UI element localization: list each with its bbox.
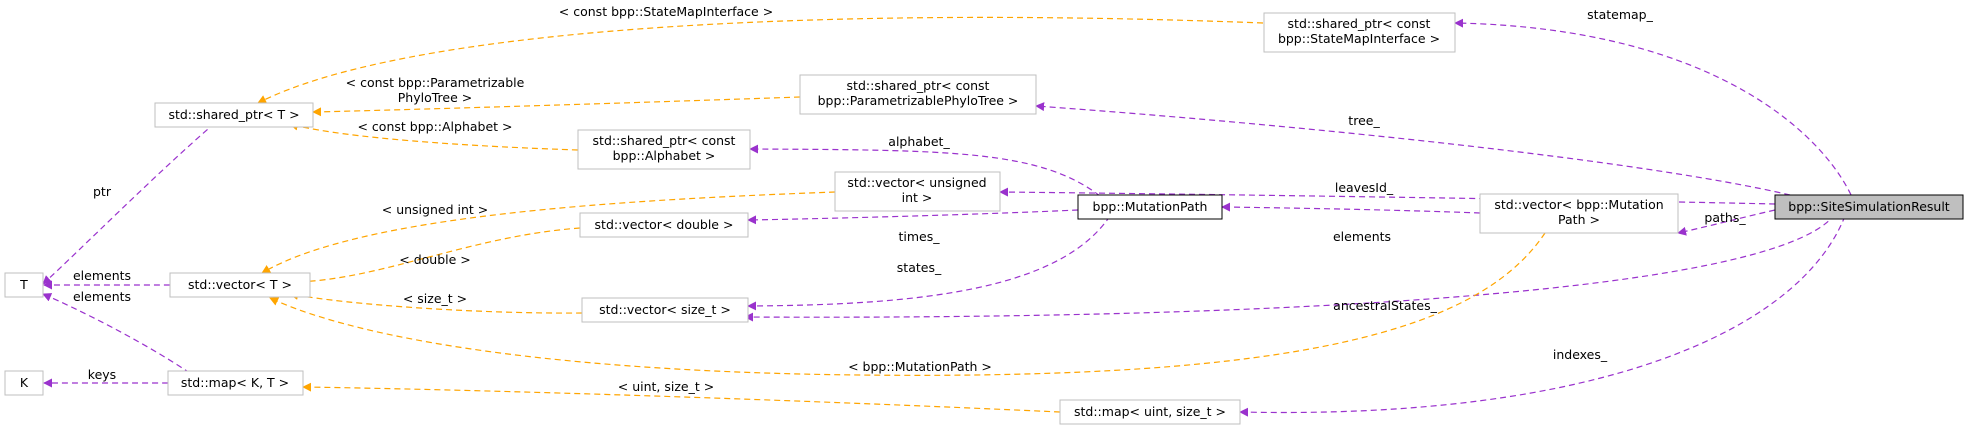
node-shared-ptr-alphabet[interactable]: std::shared_ptr< const bpp::Alphabet > <box>577 129 751 170</box>
node-label: std::vector< double > <box>595 217 734 232</box>
edge-elements-vectort: elements <box>43 268 170 290</box>
edge-tree: tree_ <box>1035 102 1791 196</box>
node-vector-t[interactable]: std::vector< T > <box>169 272 311 298</box>
node-label-line2: bpp::ParametrizablePhyloTree > <box>818 93 1019 108</box>
node-label: K <box>20 375 29 390</box>
edge-times: times_ <box>747 209 1079 244</box>
edge-label-tpl-sizet: < size_t > <box>403 291 467 306</box>
edge-label-paths: paths_ <box>1704 210 1746 225</box>
node-vector-mutation-path[interactable]: std::vector< bpp::Mutation Path > <box>1479 193 1679 234</box>
edge-label-elements-map: elements <box>73 289 131 304</box>
edge-indexes: indexes_ <box>1239 215 1846 417</box>
edge-template-double: < double > <box>294 227 581 287</box>
edge-alphabet: alphabet_ <box>749 134 1101 197</box>
node-k[interactable]: K <box>4 370 44 396</box>
node-shared-ptr-phylotree[interactable]: std::shared_ptr< const bpp::Parametrizab… <box>799 74 1037 115</box>
edge-label-elements-vt: elements <box>73 268 131 283</box>
node-shared-ptr-statemap[interactable]: std::shared_ptr< const bpp::StateMapInte… <box>1263 12 1456 53</box>
node-label-line2: bpp::Alphabet > <box>613 148 716 163</box>
edge-label-statemap: statemap_ <box>1587 7 1653 22</box>
node-label: bpp::SiteSimulationResult <box>1788 199 1950 214</box>
edge-elements-mutationpath: elements <box>1221 202 1481 244</box>
node-label-line2: Path > <box>1558 212 1600 227</box>
edge-template-mutationpath: < bpp::MutationPath > <box>269 232 1546 376</box>
node-vector-unsigned[interactable]: std::vector< unsigned int > <box>834 171 1001 212</box>
edge-label-states: states_ <box>897 260 942 275</box>
node-label-line1: std::shared_ptr< const <box>1288 16 1431 31</box>
node-label-line1: std::shared_ptr< const <box>847 78 990 93</box>
node-label-line1: std::vector< unsigned <box>847 175 986 190</box>
node-vector-size-t[interactable]: std::vector< size_t > <box>581 297 749 323</box>
edge-elements-map: elements <box>42 289 191 374</box>
node-label-line2: bpp::StateMapInterface > <box>1278 31 1440 46</box>
node-label: std::vector< T > <box>188 277 292 292</box>
node-label: T <box>19 277 28 292</box>
node-label: bpp::MutationPath <box>1093 199 1208 214</box>
edge-label-indexes: indexes_ <box>1553 347 1608 362</box>
edge-label-leaves: leavesId_ <box>1335 180 1394 195</box>
edge-label-ptr: ptr <box>93 184 112 199</box>
edge-label-tpl-phylotree-2: PhyloTree > <box>398 90 472 105</box>
node-label: std::shared_ptr< T > <box>168 107 299 122</box>
node-label-line1: std::shared_ptr< const <box>593 133 736 148</box>
edge-label-tpl-phylotree-1: < const bpp::Parametrizable <box>346 75 525 90</box>
edge-label-tpl-mutationpath: < bpp::MutationPath > <box>848 359 992 374</box>
edge-label-keys: keys <box>88 367 116 382</box>
edge-template-alphabet: < const bpp::Alphabet > <box>289 119 579 151</box>
edge-statemap: statemap_ <box>1454 7 1856 205</box>
node-mutation-path[interactable]: bpp::MutationPath <box>1077 194 1223 220</box>
edge-paths: paths_ <box>1677 209 1776 236</box>
edge-label-tpl-alphabet: < const bpp::Alphabet > <box>357 119 512 134</box>
node-label-line1: std::vector< bpp::Mutation <box>1494 197 1663 212</box>
node-map-uint-size-t[interactable]: std::map< uint, size_t > <box>1059 399 1241 425</box>
edge-label-elements-mp: elements <box>1333 229 1391 244</box>
node-map-k-t[interactable]: std::map< K, T > <box>167 370 304 396</box>
edge-label-tpl-statemap: < const bpp::StateMapInterface > <box>559 4 773 19</box>
node-label: std::vector< size_t > <box>599 302 731 317</box>
node-label: std::map< uint, size_t > <box>1074 404 1226 419</box>
edge-label-alphabet: alphabet_ <box>888 134 950 149</box>
node-shared-ptr-t[interactable]: std::shared_ptr< T > <box>154 102 314 128</box>
edge-label-times: times_ <box>898 229 940 244</box>
edge-template-sizet: < size_t > <box>289 291 583 314</box>
edge-label-tpl-unsigned: < unsigned int > <box>382 202 488 217</box>
edge-template-phylotree: < const bpp::Parametrizable PhyloTree > <box>312 75 801 117</box>
node-vector-double[interactable]: std::vector< double > <box>579 212 749 238</box>
edge-template-unsigned: < unsigned int > <box>261 191 836 274</box>
edge-states: states_ <box>747 215 1111 311</box>
edge-label-tpl-uint: < uint, size_t > <box>618 379 714 394</box>
edge-leaves: leavesId_ <box>999 180 1776 205</box>
node-t[interactable]: T <box>4 272 44 298</box>
edge-ancestral: ancestralStates_ <box>744 213 1836 322</box>
node-label-line2: int > <box>902 190 933 205</box>
edge-label-tree: tree_ <box>1348 113 1380 128</box>
node-label: std::map< K, T > <box>181 375 289 390</box>
node-site-simulation-result[interactable]: bpp::SiteSimulationResult <box>1774 194 1964 220</box>
edge-label-ancestral: ancestralStates_ <box>1333 298 1437 313</box>
edge-template-uint: < uint, size_t > <box>302 379 1061 413</box>
edge-keys: keys <box>43 367 168 388</box>
edge-label-tpl-double: < double > <box>399 252 471 267</box>
edge-ptr: ptr <box>42 122 216 285</box>
edge-template-statemap: < const bpp::StateMapInterface > <box>257 4 1264 104</box>
